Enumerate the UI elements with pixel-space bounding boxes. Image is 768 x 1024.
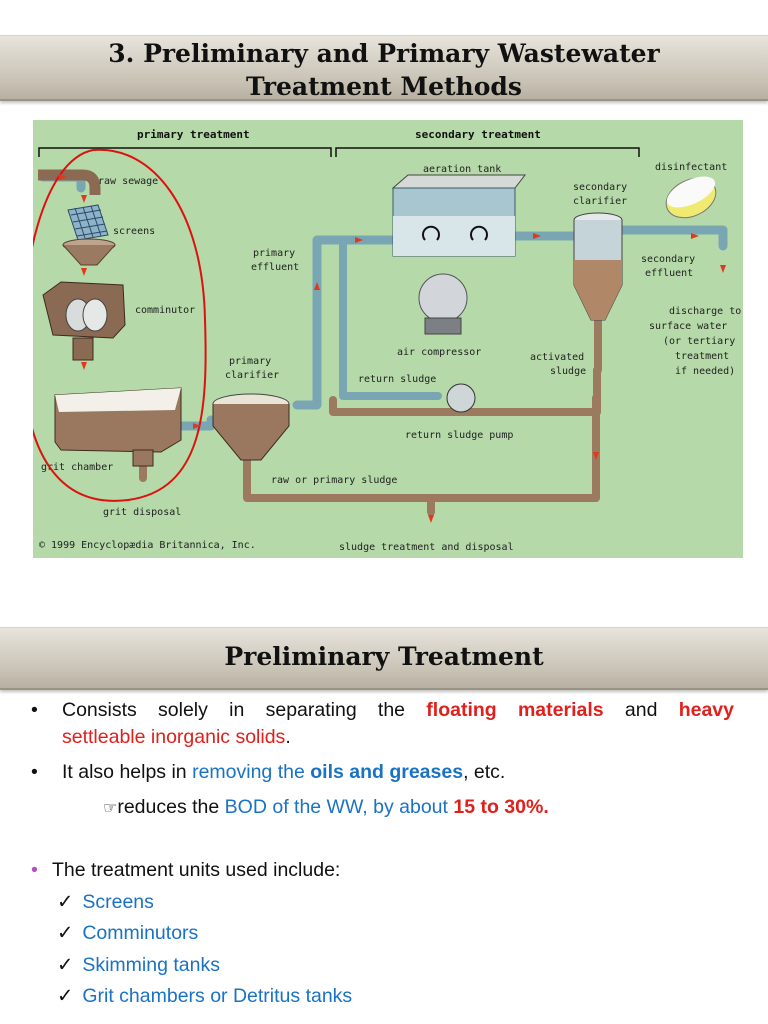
unit-label: Skimming tanks bbox=[82, 954, 220, 976]
bullet-2-end: , etc. bbox=[463, 761, 506, 783]
highlight-bod: BOD of the WW, by about bbox=[224, 796, 448, 818]
label-primary-effluent-2: effluent bbox=[251, 262, 299, 273]
secondary-clarifier-unit bbox=[573, 212, 623, 321]
primary-clarifier-unit bbox=[212, 393, 290, 461]
label-raw-sewage: raw sewage bbox=[98, 176, 158, 187]
label-aeration-tank: aeration tank bbox=[423, 164, 501, 175]
checkmark-icon: ✓ bbox=[57, 891, 74, 913]
label-screens: screens bbox=[113, 226, 155, 237]
copyright-text: © 1999 Encyclopædia Britannica, Inc. bbox=[39, 540, 256, 551]
label-secondary-effluent-2: effluent bbox=[645, 268, 693, 279]
grit-chamber-unit bbox=[54, 387, 182, 467]
bullet-dot: • bbox=[31, 699, 38, 721]
bullet-2-text: It also helps in bbox=[62, 761, 187, 783]
label-grit-disposal: grit disposal bbox=[103, 507, 181, 518]
highlight-removing: removing the bbox=[192, 761, 305, 783]
label-return-sludge: return sludge bbox=[358, 374, 436, 385]
unit-label: Screens bbox=[82, 891, 154, 913]
label-comminutor: comminutor bbox=[135, 305, 195, 316]
unit-list-item: ✓ Grit chambers or Detritus tanks bbox=[57, 984, 352, 1008]
wastewater-treatment-diagram: primary treatment secondary treatment ra… bbox=[33, 120, 743, 558]
label-discharge-4: treatment bbox=[675, 351, 729, 362]
section-title: Preliminary Treatment bbox=[224, 642, 544, 671]
unit-list-item: ✓ Screens bbox=[57, 890, 154, 914]
label-discharge-1: discharge to bbox=[669, 306, 741, 317]
highlight-percent: 15 to 30%. bbox=[453, 796, 549, 818]
label-primary-effluent-1: primary bbox=[253, 248, 295, 259]
bullet-dot: • bbox=[31, 859, 38, 881]
bullet-1-text: Consists solely in separating the bbox=[62, 699, 406, 721]
section-title-bar: Preliminary Treatment bbox=[0, 627, 768, 690]
screens-unit bbox=[62, 204, 116, 266]
flow-arrows bbox=[59, 174, 726, 523]
slide-title-line2: Treatment Methods bbox=[246, 72, 522, 101]
label-discharge-2: surface water bbox=[649, 321, 727, 332]
bullet-dot: • bbox=[31, 761, 38, 783]
checkmark-icon: ✓ bbox=[57, 922, 74, 944]
highlight-settleable-solids: settleable inorganic solids bbox=[62, 726, 286, 748]
label-sludge-treatment: sludge treatment and disposal bbox=[339, 542, 514, 553]
label-secondary-treatment: secondary treatment bbox=[415, 128, 541, 141]
return-sludge-pump-icon bbox=[446, 383, 476, 413]
highlight-floating-materials: floating materials bbox=[426, 699, 604, 721]
label-disinfectant: disinfectant bbox=[655, 162, 727, 173]
unit-list-item: ✓ Skimming tanks bbox=[57, 953, 220, 977]
disinfectant-jug-icon bbox=[665, 176, 717, 219]
highlight-heavy: heavy bbox=[678, 699, 734, 721]
checkmark-icon: ✓ bbox=[57, 954, 74, 976]
label-discharge-5: if needed) bbox=[675, 366, 735, 377]
pointing-hand-icon: ☞ bbox=[103, 798, 118, 817]
checkmark-icon: ✓ bbox=[57, 985, 74, 1007]
bullet-4-text: The treatment units used include: bbox=[52, 859, 341, 881]
unit-list-item: ✓ Comminutors bbox=[57, 921, 198, 945]
label-discharge-3: (or tertiary bbox=[663, 336, 735, 347]
aeration-tank-unit bbox=[391, 174, 527, 257]
bullet-3-text: reduces the bbox=[117, 796, 220, 818]
label-air-compressor: air compressor bbox=[397, 347, 481, 358]
label-primary-clarifier-1: primary bbox=[229, 356, 271, 367]
label-secondary-effluent-1: secondary bbox=[641, 254, 695, 265]
slide-title-line1: 3. Preliminary and Primary Wastewater bbox=[108, 39, 660, 68]
slide-title-bar: 3. Preliminary and Primary Wastewater Tr… bbox=[0, 35, 768, 101]
unit-label: Grit chambers or Detritus tanks bbox=[82, 985, 353, 1007]
highlight-oils-greases: oils and greases bbox=[310, 761, 464, 783]
unit-label: Comminutors bbox=[82, 922, 199, 944]
label-primary-treatment: primary treatment bbox=[137, 128, 250, 141]
label-secondary-clarifier-2: clarifier bbox=[573, 196, 627, 207]
label-secondary-clarifier-1: secondary bbox=[573, 182, 627, 193]
label-primary-clarifier-2: clarifier bbox=[225, 370, 279, 381]
annotation-loop bbox=[33, 148, 207, 502]
label-activated-sludge-1: activated bbox=[530, 352, 584, 363]
bullet-1-end: . bbox=[285, 726, 291, 748]
label-return-sludge-pump: return sludge pump bbox=[405, 430, 513, 441]
label-activated-sludge-2: sludge bbox=[550, 366, 586, 377]
air-compressor-unit bbox=[418, 273, 468, 335]
label-grit-chamber: grit chamber bbox=[41, 462, 113, 473]
label-raw-primary-sludge: raw or primary sludge bbox=[271, 475, 397, 486]
comminutor-unit bbox=[42, 281, 126, 361]
bullet-1-and: and bbox=[624, 699, 658, 721]
